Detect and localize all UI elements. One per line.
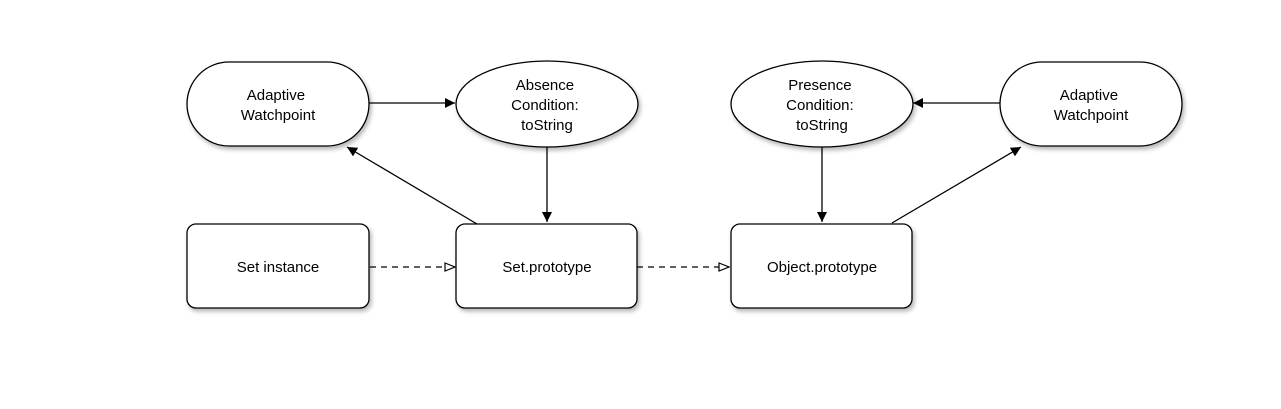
node-adaptive-watchpoint-left: Adaptive Watchpoint xyxy=(186,61,370,147)
edges xyxy=(346,98,1022,267)
node-object-prototype: Object.prototype xyxy=(730,223,913,309)
node-set-prototype: Set.prototype xyxy=(455,223,638,309)
label-line: Watchpoint xyxy=(241,107,316,124)
arrow-set-prototype-to-left-watchpoint xyxy=(346,146,478,225)
node-label: Object.prototype xyxy=(767,259,877,276)
node-label: Set instance xyxy=(237,259,320,276)
label-line: Watchpoint xyxy=(1054,107,1129,124)
node-label: Set.prototype xyxy=(502,259,591,276)
node-label: Presence Condition: toString xyxy=(786,77,858,134)
arrow-object-prototype-to-right-watchpoint xyxy=(891,146,1022,224)
label-line: Adaptive xyxy=(1060,87,1118,104)
label-line: Condition: xyxy=(511,97,579,114)
node-label: Absence Condition: toString xyxy=(511,77,583,134)
node-label: Adaptive Watchpoint xyxy=(241,87,316,124)
label-line: Presence xyxy=(788,77,851,94)
label-line: toString xyxy=(521,117,573,134)
label-line: toString xyxy=(796,117,848,134)
label-line: Condition: xyxy=(786,97,854,114)
node-absence-condition: Absence Condition: toString xyxy=(455,60,639,148)
node-presence-condition: Presence Condition: toString xyxy=(730,60,914,148)
node-label: Adaptive Watchpoint xyxy=(1054,87,1129,124)
node-adaptive-watchpoint-right: Adaptive Watchpoint xyxy=(999,61,1183,147)
nodes: Adaptive Watchpoint Absence Condition: t… xyxy=(186,60,1183,309)
label-line: Adaptive xyxy=(247,87,305,104)
label-line: Absence xyxy=(516,77,574,94)
node-set-instance: Set instance xyxy=(186,223,370,309)
